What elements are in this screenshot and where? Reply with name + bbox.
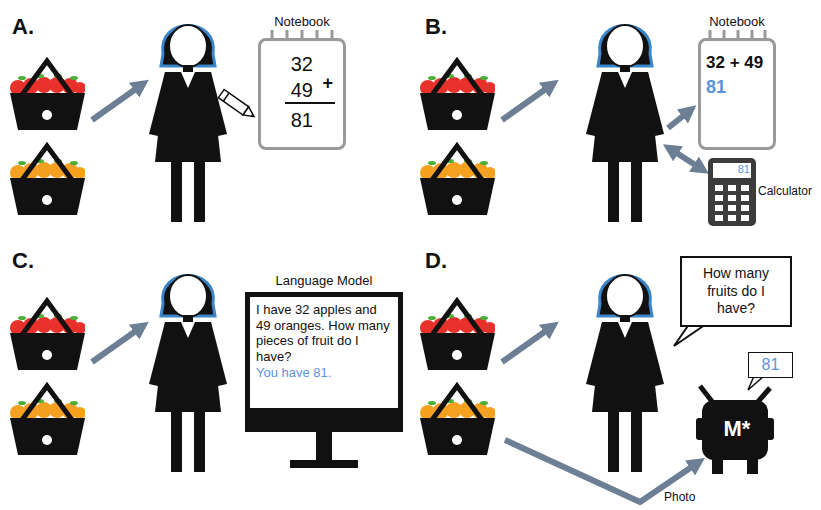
person-figure: [149, 25, 227, 222]
arrow: [502, 86, 550, 120]
notebook-title: Notebook: [701, 15, 773, 30]
double-arrow: [672, 150, 700, 168]
answer-text: You have 81.: [256, 366, 392, 381]
person-figure: [149, 275, 227, 472]
apple-basket: [10, 301, 86, 370]
apple-basket: [420, 301, 496, 370]
pencil: [218, 90, 257, 121]
prompt-text: I have 32 apples and 49 oranges. How man…: [256, 302, 392, 364]
notebook: Notebook32 + 4981: [698, 38, 776, 150]
robot-label: M*: [702, 416, 772, 441]
person-figure: [586, 25, 664, 222]
arrow: [92, 328, 140, 362]
question-text: How many fruits do I have?: [688, 265, 784, 318]
monitor-stand: [290, 432, 358, 468]
orange-basket: [10, 386, 86, 455]
calculator-display: 81: [714, 163, 750, 176]
arrow: [92, 86, 140, 120]
panel-letter: C.: [12, 248, 34, 273]
notebook: Notebook3249+81: [258, 38, 346, 150]
monitor-title: Language Model: [245, 274, 403, 289]
person-figure: [586, 275, 664, 472]
notebook-title: Notebook: [261, 15, 343, 30]
arrow: [668, 112, 688, 128]
orange-basket: [420, 146, 496, 215]
orange-basket: [10, 146, 86, 215]
panel-letter: A.: [12, 14, 34, 39]
calculator: 81Calculator: [708, 158, 817, 226]
robot-body: M*: [702, 404, 772, 456]
panel-letter: D.: [425, 248, 447, 273]
equation: 32 + 49: [706, 53, 763, 73]
speech-tail: [748, 376, 764, 390]
number: 81: [291, 109, 313, 132]
monitor-screen: Language ModelI have 32 apples and 49 or…: [245, 292, 403, 432]
result-number: 81: [749, 356, 792, 374]
number: 32: [291, 53, 313, 76]
calculator-label: Calculator: [758, 185, 812, 199]
operator: +: [322, 73, 333, 94]
arrow-label: Photo: [664, 491, 695, 505]
apple-basket: [420, 61, 496, 130]
speech-bubble: How many fruits do I have?: [680, 256, 792, 327]
robot-figure: [696, 386, 774, 474]
apple-basket: [10, 61, 86, 130]
result-number: 81: [706, 77, 726, 98]
calculator-body: [708, 158, 756, 226]
arrow: [502, 328, 550, 362]
panel-letter: B.: [425, 14, 447, 39]
speech-bubble: 81: [748, 352, 793, 378]
orange-basket: [420, 386, 496, 455]
